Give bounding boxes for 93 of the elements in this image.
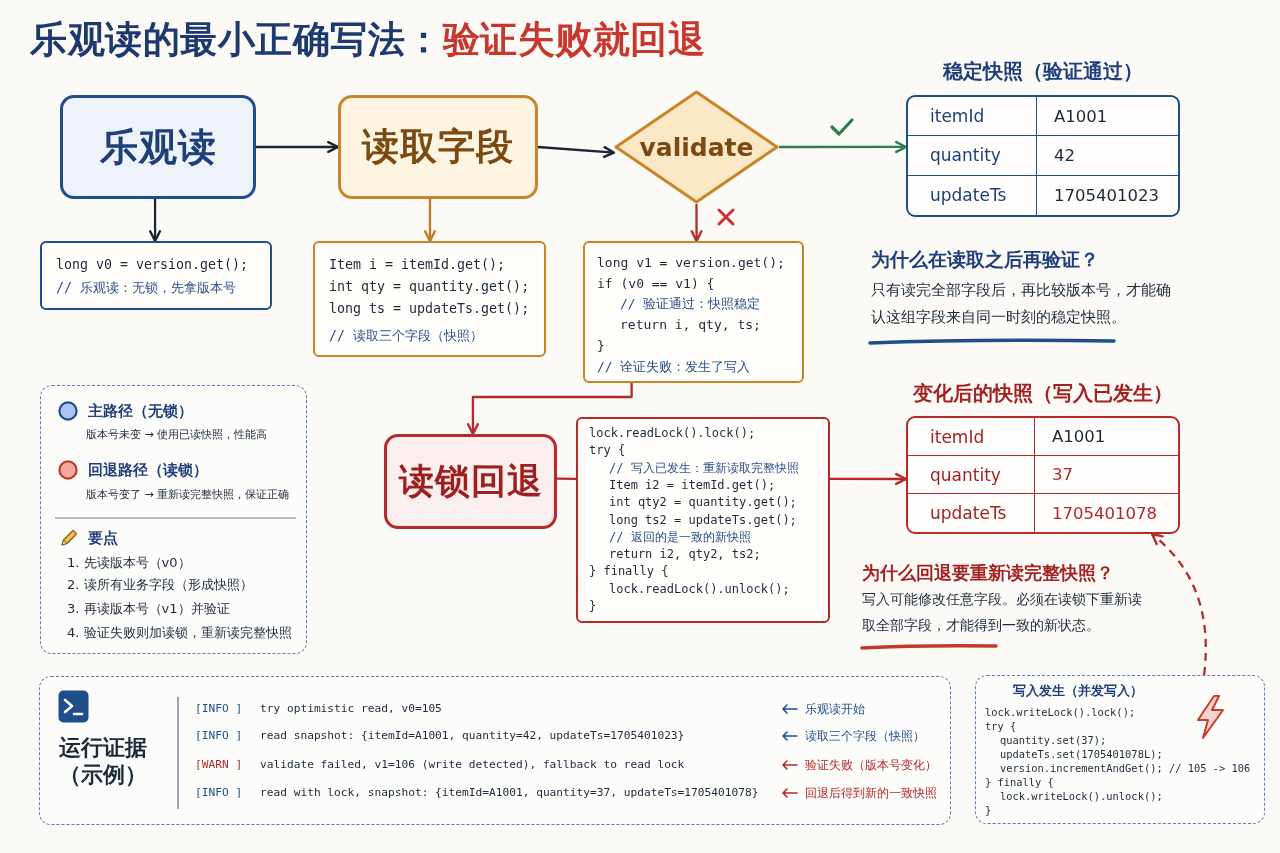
log-panel [39, 676, 951, 825]
code-line: if (v0 == v1) { [597, 274, 715, 293]
code-line: lock.readLock().unlock(); [609, 580, 790, 598]
list-item: 3. 再读版本号（v1）并验证 [67, 599, 230, 618]
arrow [1150, 532, 1207, 676]
code-line: long ts2 = updateTs.get(); [609, 511, 797, 529]
code-comment: // 读取三个字段（快照） [329, 327, 484, 345]
panel-title: 运行证据（示例） [58, 734, 148, 788]
table-cell: 37 [1035, 456, 1178, 494]
arrow [830, 472, 908, 486]
code-line: return i, qty, ts; [620, 316, 761, 335]
connector-line [557, 477, 576, 480]
log-level: [WARN ] [195, 757, 243, 773]
code-line: int qty2 = quantity.get(); [609, 494, 797, 512]
code-box [40, 241, 272, 310]
code-line: } [589, 598, 597, 615]
log-level: [INFO ] [195, 785, 243, 801]
list-item: 1. 先读版本号（v0） [67, 554, 191, 572]
arrow [690, 204, 703, 243]
code-line: try { [985, 719, 1017, 733]
code-line: quantity.set(37); [1000, 733, 1107, 747]
legend-label: 回退路径（读锁） [88, 461, 208, 480]
table-cell: itemId [908, 97, 1037, 137]
table-cell: itemId [908, 418, 1035, 456]
code-line: Item i2 = itemId.get(); [609, 476, 776, 494]
arrow [779, 140, 908, 154]
title: 乐观读的最小正确写法：验证失败就回退 [30, 17, 705, 63]
code-line: try { [589, 442, 626, 460]
note-text: 只有读完全部字段后，再比较版本号，才能确认这组字段来自同一时刻的稳定快照。 [871, 280, 1172, 328]
log-message: try optimistic read, v0=105 [260, 701, 442, 717]
table-heading: 稳定快照（验证通过） [941, 58, 1144, 85]
code-line: int qty = quantity.get(); [329, 278, 530, 296]
annotation: 乐观读开始 [805, 701, 865, 718]
code-line: Item i = itemId.get(); [329, 256, 506, 274]
code-box [576, 417, 830, 623]
box-heading: 写入发生（并发写入） [1013, 684, 1143, 698]
code-line: lock.writeLock().unlock(); [1000, 789, 1163, 803]
code-line: long ts = updateTs.get(); [329, 300, 530, 318]
annotation: 读取三个字段（快照） [805, 728, 925, 745]
table-cell: updateTs [908, 175, 1037, 215]
table-cell: A1001 [1035, 418, 1178, 456]
table-cell: 42 [1037, 136, 1178, 176]
arrow [537, 145, 616, 158]
process-box: 读锁回退 [384, 434, 557, 529]
arrow [466, 383, 633, 436]
code-comment: // 验证通过：快照稳定 [620, 295, 761, 314]
table-cell: updateTs [908, 494, 1035, 532]
code-line: } finally { [985, 775, 1054, 789]
log-level: [INFO ] [195, 701, 243, 717]
note-text: 写入可能修改任意字段。必须在读锁下重新读取全部字段，才能得到一致的新状态。 [862, 590, 1143, 635]
annotation: 验证失败（版本号变化） [805, 757, 937, 774]
code-line: } finally { [589, 563, 669, 581]
legend-label: 主路径（无锁） [88, 402, 193, 421]
log-message: read with lock, snapshot: {itemId=A1001, quantity=37, updateTs=1705401078} [260, 785, 759, 801]
process-box: 读取字段 [338, 95, 538, 199]
code-line: } [597, 336, 605, 355]
code-line: lock.writeLock().lock(); [985, 705, 1136, 719]
code-line: version.incrementAndGet(); // 105 -> 106 [1000, 761, 1251, 775]
table-cell: A1001 [1037, 97, 1178, 137]
list-item: 2. 读所有业务字段（形成快照） [67, 576, 253, 594]
code-line: long v1 = version.get(); [597, 254, 785, 272]
annotation: 回退后得到新的一致快照 [805, 785, 937, 802]
code-box [583, 241, 804, 383]
code-line: lock.readLock().lock(); [589, 425, 756, 442]
list-item: 4. 验证失败则加读锁，重新读完整快照 [67, 624, 292, 642]
legend-note: 版本号变了 → 重新读完整快照，保证正确 [86, 486, 290, 503]
code-comment: // 返回的是一致的新快照 [609, 528, 751, 546]
code-line: long v0 = version.get(); [56, 256, 249, 274]
table-cell-text: 1705401078 [1051, 502, 1158, 525]
table-cell: quantity [908, 456, 1035, 494]
code-line: return i2, qty2, ts2; [609, 546, 761, 564]
arrow [149, 199, 162, 243]
arrow [423, 199, 437, 243]
code-comment: // 诠证失败：发生了写入 [597, 357, 751, 376]
code-comment: // 乐观读：无锁，先拿版本号 [56, 278, 237, 297]
table-cell: quantity [908, 136, 1037, 176]
code-line: updateTs.set(1705401078L); [1000, 747, 1163, 761]
code-box [313, 241, 546, 357]
process-box: 乐观读 [60, 95, 256, 199]
code-comment: // 写入已发生：重新读取完整快照 [609, 459, 799, 477]
note-heading: 为什么回退要重新读完整快照？ [862, 562, 1114, 584]
log-level: [INFO ] [195, 728, 243, 744]
table-cell-text: 1705401023 [1053, 184, 1160, 207]
arrow [256, 140, 340, 154]
log-message: validate failed, v1=106 (write detected), fallback to read lock [260, 757, 685, 773]
section-heading: 要点 [88, 529, 118, 548]
code-box [975, 675, 1265, 824]
legend-note: 版本号未变 → 使用已读快照，性能高 [86, 427, 268, 443]
table-heading: 变化后的快照（写入已发生） [912, 379, 1174, 407]
note-heading: 为什么在读取之后再验证？ [871, 247, 1099, 271]
log-message: read snapshot: {itemId=A1001, quantity=42, updateTs=1705401023} [260, 728, 685, 744]
decision-diamond: validate [614, 90, 779, 204]
code-line: } [985, 803, 992, 817]
